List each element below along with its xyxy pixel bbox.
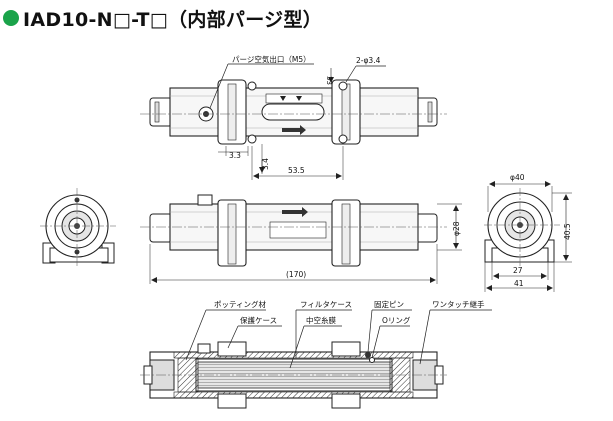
dim-170: (170) [286, 270, 306, 279]
dim-33: 33 [325, 76, 333, 85]
dim-phi40: φ40 [510, 173, 525, 182]
flow-arrow-icon [282, 125, 306, 135]
left-end-view [40, 188, 116, 266]
dim-3-3: 3.3 [229, 151, 241, 160]
label-filter-case: フィルタケース [300, 300, 352, 309]
dim-41: 41 [514, 279, 524, 288]
dim-40-5: 40.5 [563, 223, 572, 240]
mount-hole-icon [338, 81, 348, 91]
purge-port-label: パージ空気出口（M5） [232, 54, 311, 64]
right-end-view: φ40 40.5 27 41 [484, 173, 572, 292]
fixing-pin-icon [365, 352, 371, 358]
mount-hole-icon [247, 81, 257, 91]
label-oring: Oリング [382, 315, 411, 325]
top-view: パージ空気出口（M5） 2-φ3.4 33 3.3 3.4 53.5 [140, 54, 447, 180]
section-view: ポッティング材 フィルタケース 固定ピン ワンタッチ継手 保護ケース 中空糸膜 … [140, 299, 492, 409]
dim-3-4: 3.4 [261, 158, 270, 170]
label-fixing-pin: 固定ピン [374, 299, 404, 309]
dim-53-5: 53.5 [288, 166, 305, 175]
title-bar: IAD10-N□-T□（内部パージ型） [0, 4, 322, 32]
top-left-fitting [149, 97, 173, 127]
green-bullet-icon [3, 10, 19, 26]
flow-arrow-icon [282, 207, 308, 217]
front-view: φ28 (170) [140, 194, 462, 284]
label-potting: ポッティング材 [214, 299, 267, 309]
mount-hole-icon [338, 134, 348, 144]
oring-icon [369, 357, 375, 363]
label-hollow-fiber: 中空糸膜 [306, 315, 336, 325]
label-protective-case: 保護ケース [240, 315, 277, 325]
dim-27: 27 [513, 266, 523, 275]
mount-hole-icon [247, 134, 257, 144]
dim-phi28: φ28 [452, 221, 461, 236]
page-title: IAD10-N□-T□（内部パージ型） [23, 8, 323, 31]
label-one-touch: ワンタッチ継手 [432, 299, 485, 309]
hole-label: 2-φ3.4 [356, 56, 381, 65]
